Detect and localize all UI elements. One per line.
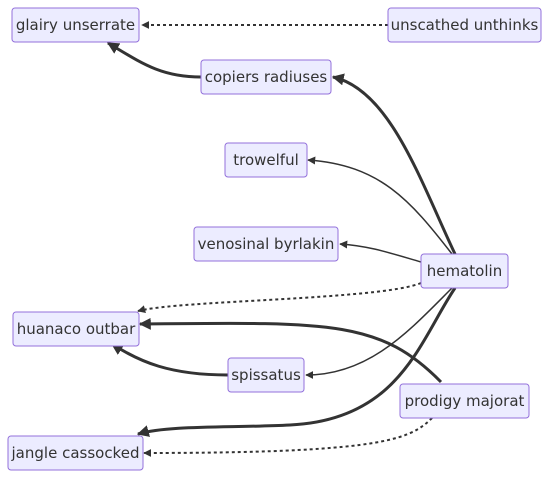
edge-copiers-to-glairy — [106, 41, 202, 79]
node-label: unscathed unthinks — [391, 16, 539, 34]
node-hematolin[interactable]: hematolin — [420, 253, 509, 289]
edge-spissatus-to-huanaco — [110, 342, 229, 377]
node-label: glairy unserrate — [16, 16, 135, 34]
edge-hematolin-to-huanaco — [137, 282, 422, 314]
node-venosinal-byrlakin[interactable]: venosinal byrlakin — [193, 226, 339, 262]
edge-hematolin-to-trowelful — [307, 156, 453, 255]
node-jangle-cassocked[interactable]: jangle cassocked — [7, 435, 144, 471]
node-label: hematolin — [427, 262, 502, 280]
node-label: copiers radiuses — [205, 68, 328, 86]
node-label: trowelful — [233, 151, 299, 169]
node-label: venosinal byrlakin — [198, 235, 335, 253]
edge-hematolin-to-venosinal — [339, 240, 422, 263]
node-copiers-radiuses[interactable]: copiers radiuses — [200, 59, 332, 95]
node-prodigy-majorat[interactable]: prodigy majorat — [399, 383, 530, 419]
edge-hematolin-to-copiers — [331, 73, 457, 255]
node-label: spissatus — [231, 366, 301, 384]
node-glairy-unserrate[interactable]: glairy unserrate — [11, 7, 140, 43]
edge-prodigy-to-jangle — [143, 417, 433, 457]
node-trowelful[interactable]: trowelful — [224, 142, 308, 178]
node-spissatus[interactable]: spissatus — [227, 357, 305, 393]
node-label: jangle cassocked — [11, 444, 140, 462]
edge-prodigy-to-huanaco — [138, 317, 443, 384]
nodes-layer: glairy unserrate unscathed unthinks copi… — [7, 7, 542, 471]
node-huanaco-outbar[interactable]: huanaco outbar — [12, 311, 140, 347]
node-label: prodigy majorat — [405, 392, 525, 410]
edge-hematolin-to-spissatus — [305, 287, 453, 379]
edges-layer — [106, 21, 457, 457]
edge-hematolin-to-jangle — [136, 287, 457, 437]
node-label: huanaco outbar — [17, 320, 136, 338]
node-unscathed-unthinks[interactable]: unscathed unthinks — [387, 7, 542, 43]
